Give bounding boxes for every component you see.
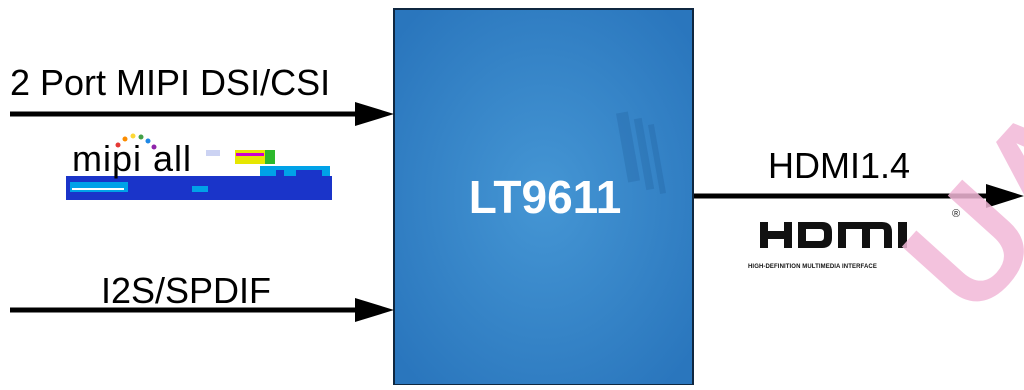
input-arrow-audio <box>10 298 394 322</box>
output-label-hdmi: HDMI1.4 <box>768 145 911 186</box>
mipi-alliance-logo <box>66 133 332 200</box>
output-arrow-hdmi <box>694 184 1024 208</box>
chip-block <box>393 8 694 386</box>
hdmi-logo-tagline: HIGH-DEFINITION MULTIMEDIA INTERFACE <box>748 264 877 270</box>
hdmi-registered-mark: ® <box>952 208 961 220</box>
hdmi-logo <box>760 222 907 248</box>
input-label-audio: I2S/SPDIF <box>101 270 272 311</box>
input-label-mipi: 2 Port MIPI DSI/CSI <box>10 62 331 103</box>
mipi-logo-wordmark: mipi all <box>72 138 193 179</box>
chip-name: LT9611 <box>468 171 622 223</box>
input-arrow-mipi <box>10 102 394 126</box>
chip-texture <box>616 111 667 194</box>
